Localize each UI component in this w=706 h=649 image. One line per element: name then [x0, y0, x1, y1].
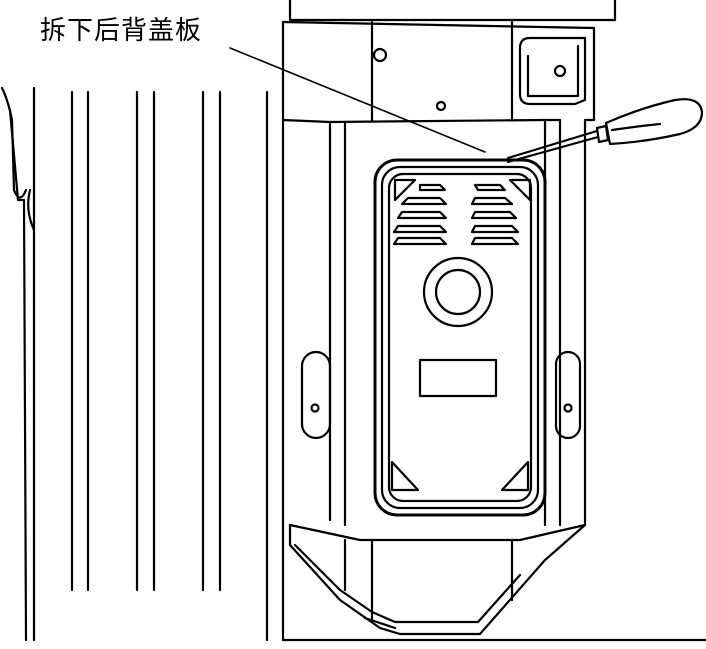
side-slots — [300, 350, 582, 440]
side-panel — [0, 86, 269, 642]
top-plate — [288, 0, 617, 22]
back-housing — [281, 20, 596, 642]
screwdriver — [506, 98, 704, 164]
callout-label: 拆下后背盖板 — [40, 16, 203, 46]
lower-funnel — [281, 523, 706, 642]
leader-line — [229, 47, 486, 153]
back-cover-plate — [373, 158, 547, 517]
